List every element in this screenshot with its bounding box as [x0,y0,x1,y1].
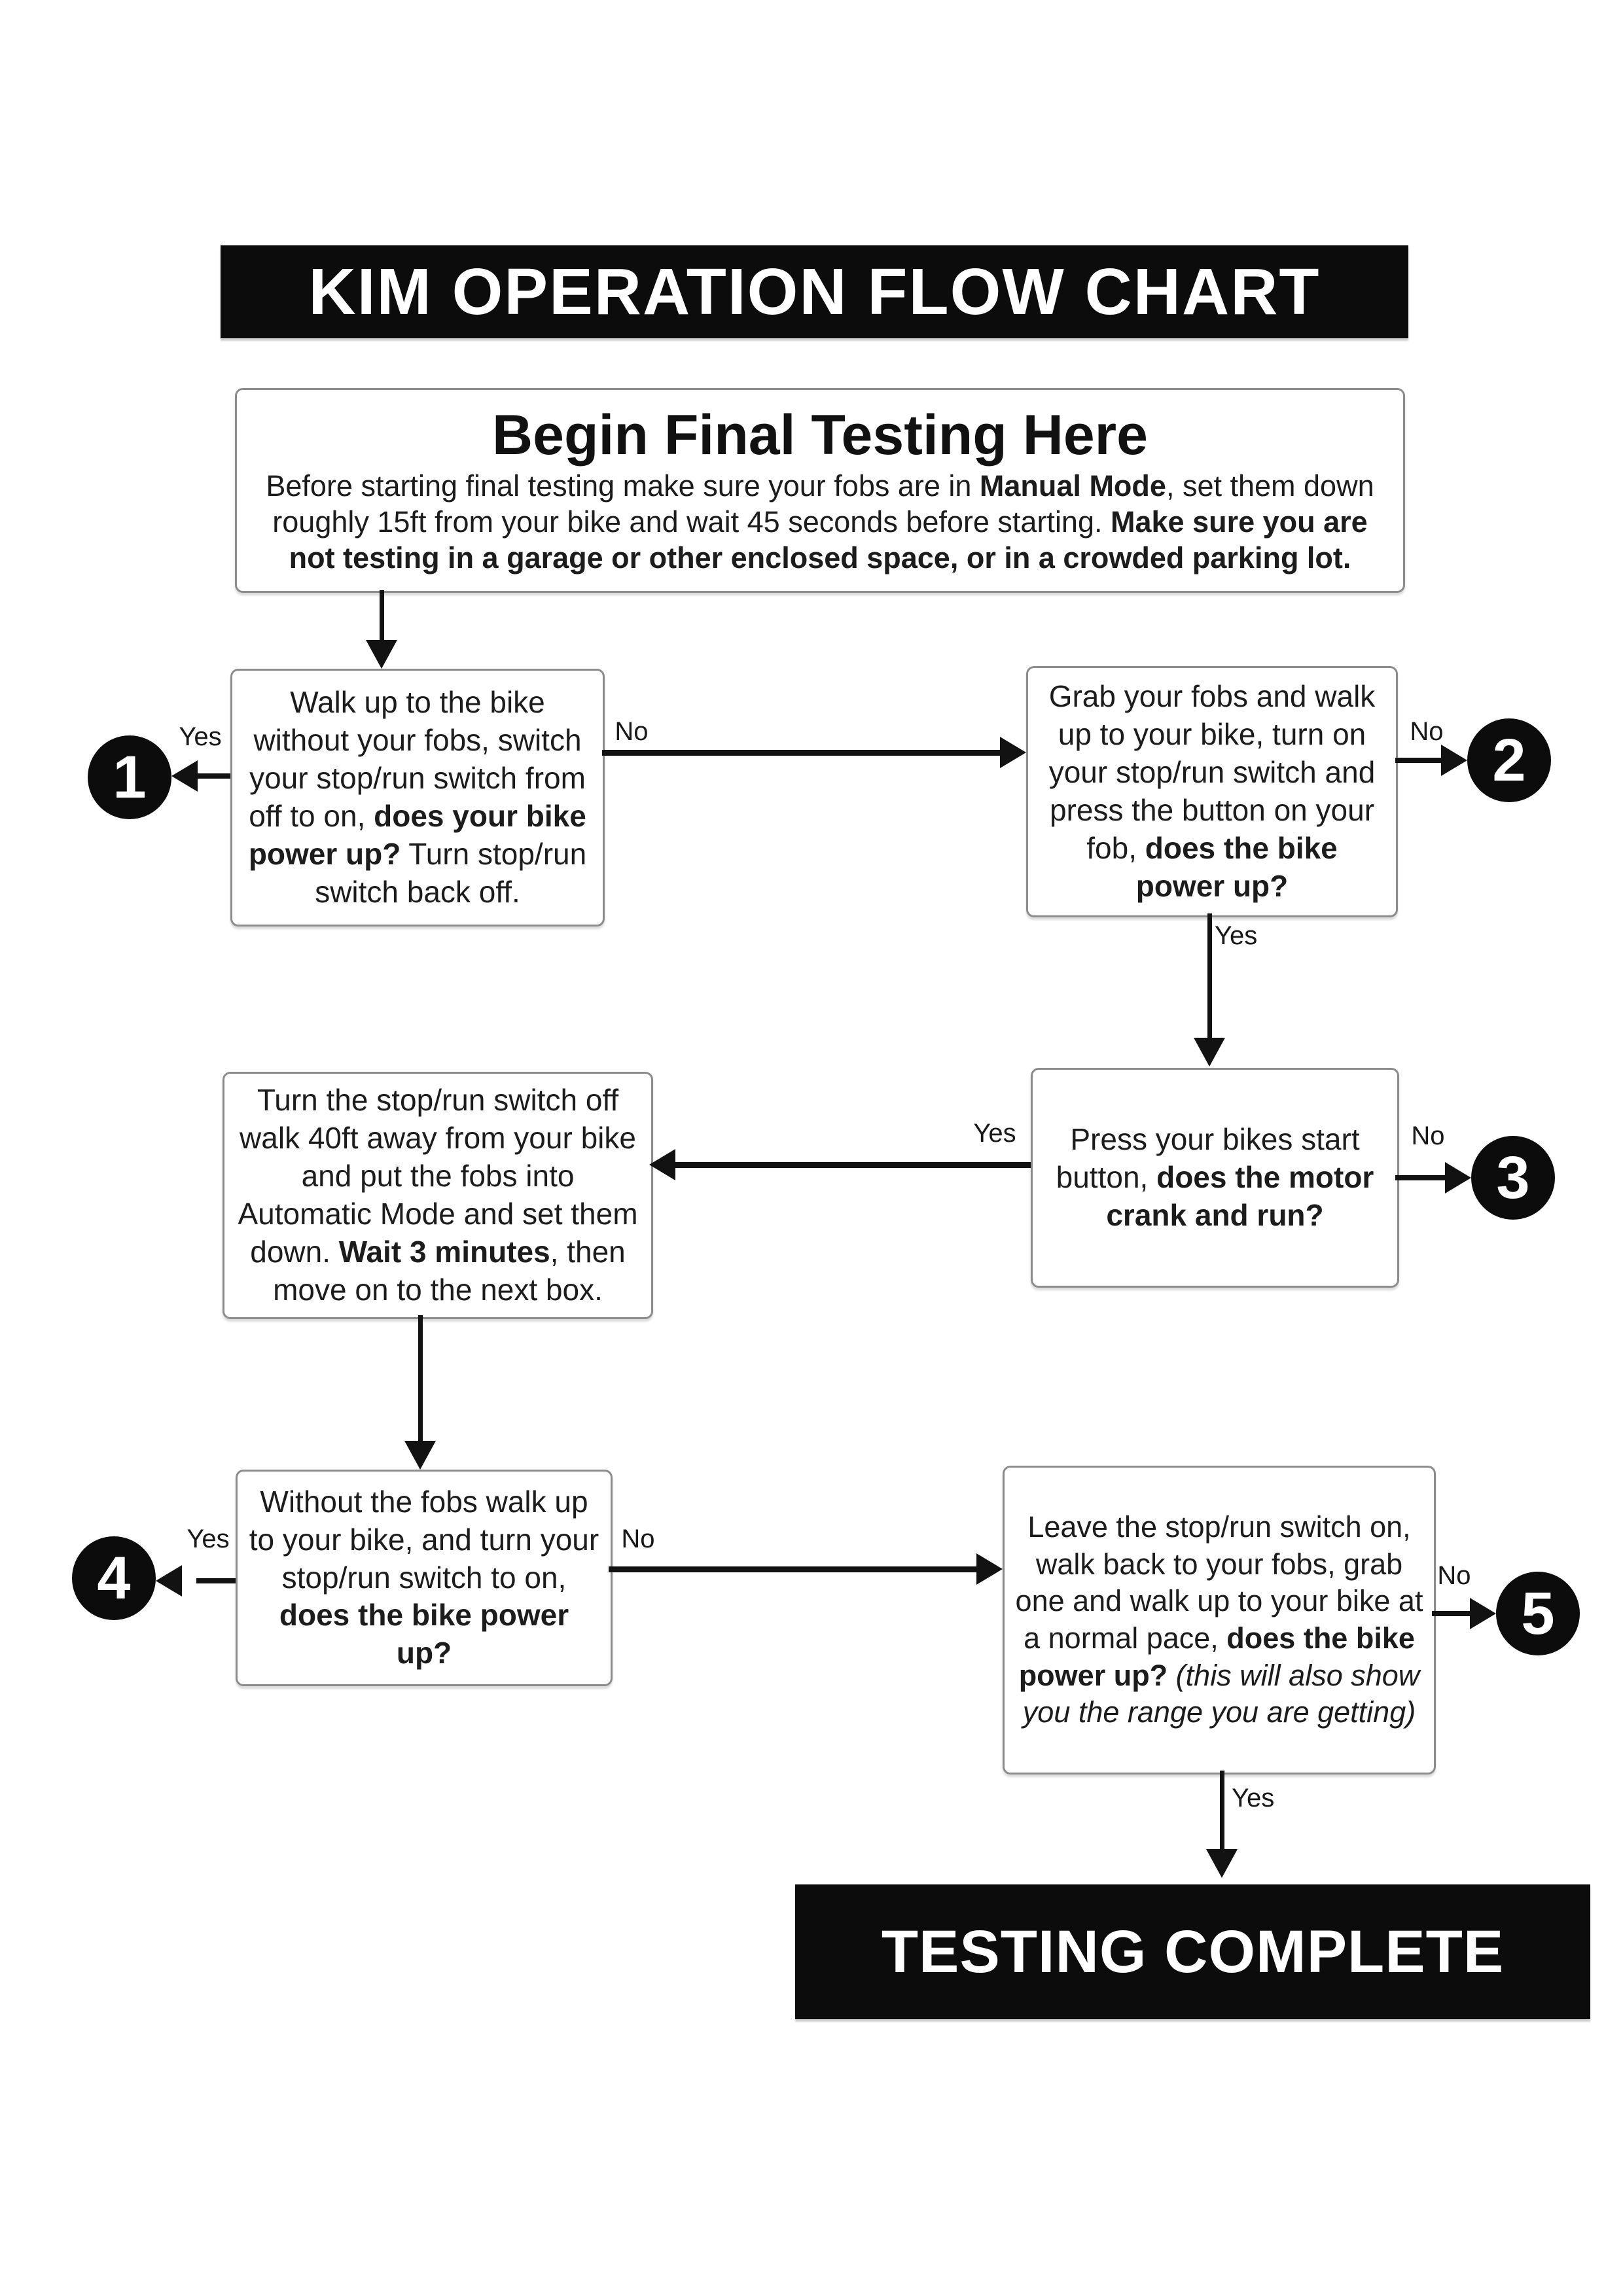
box-q5-text: Leave the stop/run switch on, walk back … [1015,1510,1423,1729]
box-q3-text: Press your bikes start button, does the … [1056,1122,1374,1232]
endpoint-2-number: 2 [1492,726,1526,794]
yes-label-q3: Yes [973,1119,1016,1148]
arrowhead-q1-to-endpoint1 [171,760,198,792]
end-node: TESTING COMPLETE [795,1884,1590,2019]
line-q4-to-q5 [609,1566,976,1572]
endpoint-4-number: 4 [97,1544,131,1612]
start-text-segment-bold: Manual Mode [979,469,1166,503]
box-automatic-mode: Turn the stop/run switch off walk 40ft a… [223,1072,653,1319]
no-label-q1: No [615,717,649,746]
yes-label-q1: Yes [179,722,222,751]
line-q3-to-automatic [675,1162,1031,1168]
box-q1-text: Walk up to the bike without your fobs, s… [248,685,587,909]
end-label: TESTING COMPLETE [881,1918,1505,1985]
box-q2-grab-fobs: Grab your fobs and walk up to your bike,… [1026,666,1398,917]
arrow-automatic-to-q4 [418,1315,423,1441]
chart-title-bar: KIM OPERATION FLOW CHART [221,245,1408,338]
endpoint-5-number: 5 [1521,1580,1555,1647]
box-q2-text: Grab your fobs and walk up to your bike,… [1048,679,1376,903]
arrowhead-q4-to-q5 [976,1553,1003,1585]
start-text-segment-bold: Make sure you are not testing in a garag… [289,505,1368,575]
arrowhead-q3-to-automatic [649,1149,675,1180]
arrowhead-automatic-to-q4 [404,1441,436,1470]
start-text-segment: Before starting final testing make sure … [266,469,980,503]
arrow-q3-to-endpoint3 [1395,1175,1448,1180]
no-label-q2: No [1410,717,1444,746]
start-body: Before starting final testing make sure … [247,468,1393,576]
start-text-segment: , set them down roughly 15ft from your b… [272,469,1374,539]
arrowhead-q1-to-q2 [1000,737,1026,768]
line-q2-to-q3 [1207,913,1212,1039]
arrowhead-q5-to-endpoint5 [1470,1598,1496,1629]
no-label-q5: No [1437,1561,1471,1590]
endpoint-2-badge: 2 [1467,718,1551,802]
box-q4-without-fobs: Without the fobs walk up to your bike, a… [236,1470,613,1686]
endpoint-4-badge: 4 [72,1536,156,1620]
line-q1-to-q2 [602,750,1001,756]
box-q4-text: Without the fobs walk up to your bike, a… [249,1484,599,1670]
arrowhead-q3-to-endpoint3 [1445,1162,1471,1193]
start-heading: Begin Final Testing Here [492,404,1148,467]
yes-label-q2: Yes [1215,921,1258,950]
endpoint-1-badge: 1 [88,735,171,819]
box-automatic-mode-text: Turn the stop/run switch off walk 40ft a… [238,1083,638,1307]
arrow-q4-to-endpoint4 [196,1578,236,1583]
line-q5-to-end [1220,1771,1224,1850]
start-node: Begin Final Testing Here Before starting… [235,388,1405,593]
arrow-q5-to-endpoint5 [1432,1611,1472,1616]
endpoint-3-number: 3 [1496,1144,1530,1211]
chart-title: KIM OPERATION FLOW CHART [308,255,1321,328]
yes-label-q4: Yes [187,1525,230,1553]
arrowhead-q2-to-endpoint2 [1441,745,1467,776]
arrowhead-q4-to-endpoint4 [156,1565,182,1597]
arrow-start-to-q1 [380,590,384,640]
box-q1-walk-up-without-fobs: Walk up to the bike without your fobs, s… [230,669,605,927]
endpoint-1-number: 1 [113,743,147,811]
arrowhead-start-to-q1 [366,640,397,669]
box-q3-press-start: Press your bikes start button, does the … [1031,1068,1399,1288]
arrow-q1-to-endpoint1 [195,773,230,779]
box-q5-walk-normal-pace: Leave the stop/run switch on, walk back … [1003,1466,1436,1775]
no-label-q3: No [1411,1122,1445,1150]
yes-label-q5: Yes [1232,1784,1275,1812]
endpoint-3-badge: 3 [1471,1136,1555,1220]
arrow-q2-to-endpoint2 [1395,758,1444,763]
no-label-q4: No [621,1525,655,1553]
arrowhead-q2-to-q3 [1194,1038,1225,1067]
arrowhead-q5-to-end [1206,1849,1238,1878]
endpoint-5-badge: 5 [1496,1572,1580,1655]
